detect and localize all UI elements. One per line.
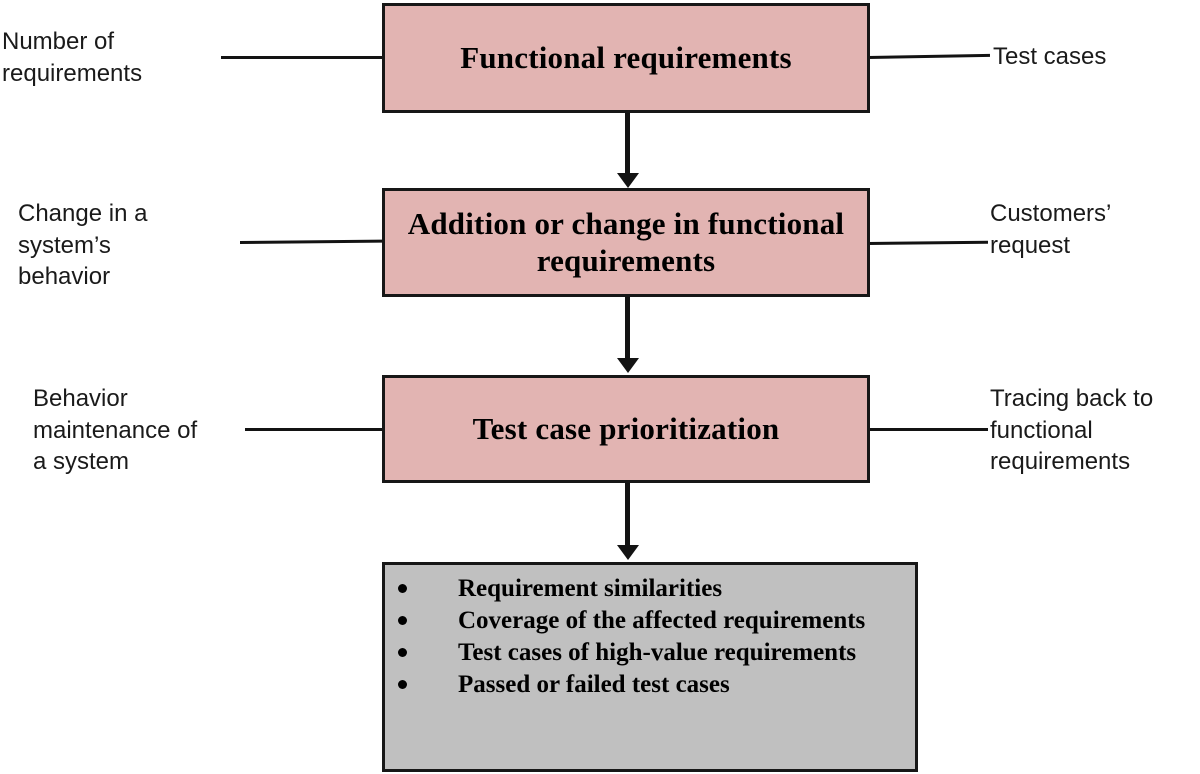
connector-line-tracing-back bbox=[868, 428, 988, 431]
arrow-head-icon bbox=[616, 545, 639, 560]
list-item: Coverage of the affected requirements bbox=[385, 605, 915, 636]
process-box-functional-requirements: Functional requirements bbox=[382, 3, 870, 113]
annotation-number-of-requirements: Number of requirements bbox=[2, 28, 143, 87]
annotation-test-cases: Test cases bbox=[993, 43, 1107, 70]
annotation-customers-request: Customers’ request bbox=[990, 200, 1112, 259]
connector-line-number-of-requirements bbox=[221, 56, 384, 59]
annotation-behavior-maintenance: Behavior maintenance of a system bbox=[33, 385, 198, 476]
flow-arrow-down-3 bbox=[616, 483, 639, 560]
annotation-change-in-system-behavior: Change in a system’s behavior bbox=[18, 200, 148, 291]
process-box-addition-or-change: Addition or change in functional require… bbox=[382, 188, 870, 297]
connector-line-test-cases bbox=[867, 53, 991, 59]
outcome-box-prioritization-criteria: Requirement similarities Coverage of the… bbox=[382, 562, 918, 772]
connector-line-change-in-system-behavior bbox=[239, 239, 385, 244]
flow-arrow-down-2 bbox=[616, 297, 639, 373]
outcome-list: Requirement similarities Coverage of the… bbox=[385, 573, 915, 700]
process-box-label: Addition or change in functional require… bbox=[407, 205, 845, 278]
arrow-head-icon bbox=[616, 358, 639, 373]
list-item: Passed or failed test cases bbox=[385, 669, 915, 700]
process-box-test-case-prioritization: Test case prioritization bbox=[382, 375, 870, 483]
bullet-icon bbox=[398, 584, 407, 593]
list-item: Test cases of high-value requirements bbox=[385, 637, 915, 668]
process-box-label: Test case prioritization bbox=[472, 410, 780, 446]
bullet-icon bbox=[398, 616, 407, 625]
flow-arrow-down-1 bbox=[616, 113, 639, 188]
bullet-icon bbox=[398, 648, 407, 657]
list-item: Requirement similarities bbox=[385, 573, 915, 604]
list-item-label: Passed or failed test cases bbox=[458, 671, 730, 698]
list-item-label: Test cases of high-value requirements bbox=[458, 639, 857, 666]
arrow-head-icon bbox=[616, 173, 639, 188]
process-box-label: Functional requirements bbox=[460, 39, 792, 75]
connector-line-behavior-maintenance bbox=[245, 428, 384, 431]
annotation-tracing-back-to-functional-requirements: Tracing back to functional requirements bbox=[990, 385, 1154, 476]
bullet-icon bbox=[398, 680, 407, 689]
list-item-label: Requirement similarities bbox=[458, 575, 723, 602]
connector-line-customers-request bbox=[867, 240, 989, 245]
list-item-label: Coverage of the affected requirements bbox=[458, 607, 866, 634]
